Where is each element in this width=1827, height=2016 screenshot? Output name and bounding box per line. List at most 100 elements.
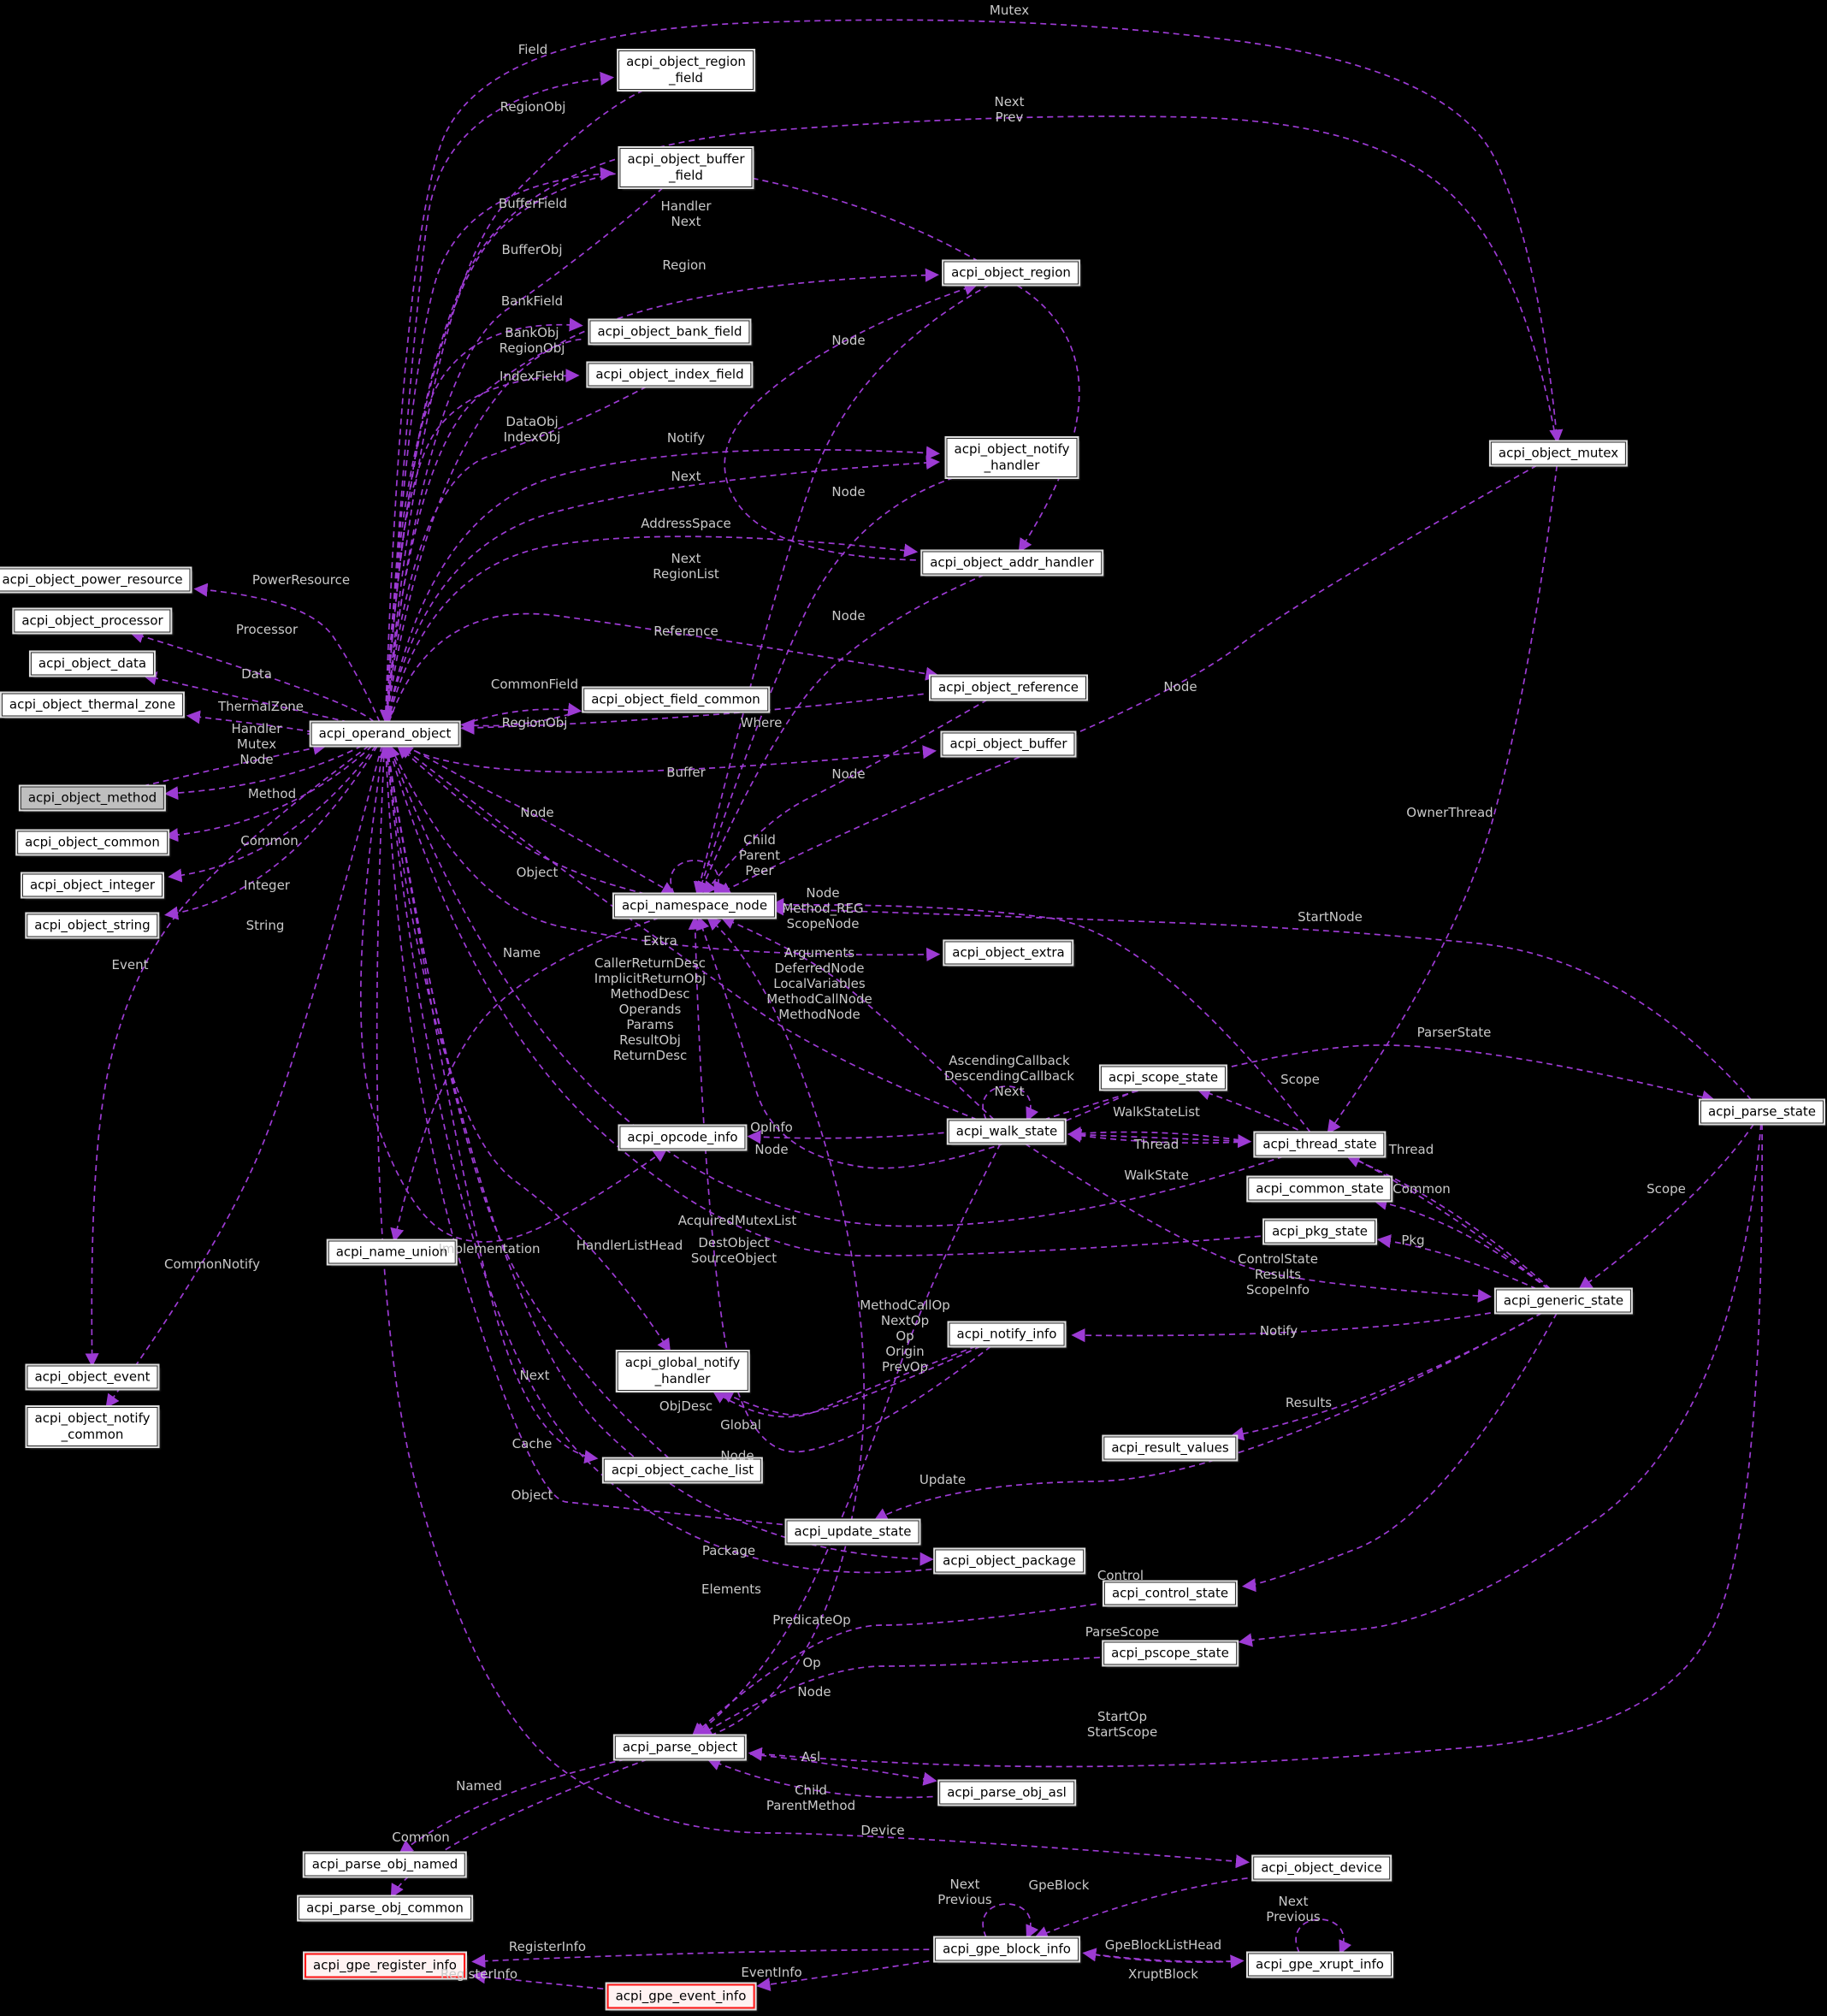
edge-op-ix [384,369,580,723]
node-acpi_parse_obj_named[interactable]: acpi_parse_obj_named [304,1853,466,1877]
edge-pk-op [380,743,932,1574]
edge-op-rf [385,71,615,723]
edge-ws-gs [1024,1143,1493,1304]
node-acpi_pkg_state[interactable]: acpi_pkg_state [1264,1220,1375,1244]
node-acpi_parse_state[interactable]: acpi_parse_state [1700,1100,1824,1124]
edge-bf-op [380,186,664,724]
edge-fc-op [460,710,581,733]
node-acpi_common_state[interactable]: acpi_common_state [1248,1177,1392,1201]
node-acpi_object_mutex[interactable]: acpi_object_mutex [1490,441,1627,465]
edge-op-cl [386,745,599,1464]
node-acpi_object_processor[interactable]: acpi_object_processor [14,609,171,633]
node-acpi_parse_obj_asl[interactable]: acpi_parse_obj_asl [939,1781,1074,1805]
node-acpi_gpe_register_info[interactable]: acpi_gpe_register_info [304,1953,465,1978]
edge-op-cm [163,745,373,842]
node-acpi_control_state[interactable]: acpi_control_state [1103,1581,1237,1605]
node-acpi_object_device[interactable]: acpi_object_device [1253,1856,1390,1880]
edge-mx-op [379,115,1558,724]
node-acpi_update_state[interactable]: acpi_update_state [786,1520,919,1544]
node-acpi_object_field_common[interactable]: acpi_object_field_common [583,688,768,712]
node-acpi_parse_obj_common[interactable]: acpi_parse_obj_common [299,1896,471,1920]
edge-gb-ge [756,1960,930,1992]
edge-od-gb [1033,1877,1248,1940]
edge-po-pn [399,1759,626,1854]
edge-op-st [164,745,378,920]
node-acpi_object_reference[interactable]: acpi_object_reference [931,676,1086,700]
edge-gs-us [873,1312,1543,1522]
edge-op-ex [389,745,941,961]
edge-ts-ns [770,897,1311,1133]
node-acpi_object_buffer[interactable]: acpi_object_buffer [942,732,1075,756]
edge-ts-ws [1067,1128,1250,1144]
node-acpi_opcode_info[interactable]: acpi_opcode_info [619,1126,746,1150]
edge-gs-cs [1373,1197,1549,1290]
edge-op-rc [388,612,940,723]
edge-mx-ns [716,464,1538,896]
edge-op-rg [386,268,940,723]
edge-po-pl [750,1753,937,1786]
edge-gs-rv [1229,1312,1543,1441]
node-acpi_object_power_resource[interactable]: acpi_object_power_resource [0,568,191,592]
node-acpi_gpe_xrupt_info[interactable]: acpi_gpe_xrupt_info [1248,1953,1392,1977]
edge-ns-op [396,744,646,895]
node-acpi_parse_object[interactable]: acpi_parse_object [614,1735,746,1759]
edge-op-oi [359,745,668,1243]
edge-ni-gn [719,1345,981,1416]
edge-op-fc [462,702,582,726]
node-acpi_scope_state[interactable]: acpi_scope_state [1100,1066,1227,1090]
node-acpi_gpe_block_info[interactable]: acpi_gpe_block_info [935,1937,1079,1961]
edge-bk-op [380,338,582,724]
node-acpi_object_thermal_zone[interactable]: acpi_object_thermal_zone [1,693,184,717]
node-acpi_generic_state[interactable]: acpi_generic_state [1495,1289,1632,1313]
node-acpi_object_common[interactable]: acpi_object_common [17,831,168,854]
node-acpi_object_event[interactable]: acpi_object_event [27,1365,158,1389]
node-acpi_object_extra[interactable]: acpi_object_extra [944,941,1073,965]
node-acpi_object_index_field[interactable]: acpi_object_index_field [588,363,752,387]
edge-op-pr [193,582,381,723]
edge-op-bu [404,745,937,773]
node-acpi_object_method[interactable]: acpi_object_method [20,786,165,810]
node-acpi_object_data[interactable]: acpi_object_data [30,652,155,676]
node-acpi_pscope_state[interactable]: acpi_pscope_state [1103,1641,1237,1665]
edge-op-mx [384,19,1564,723]
node-acpi_notify_info[interactable]: acpi_notify_info [949,1322,1065,1346]
node-acpi_result_values[interactable]: acpi_result_values [1103,1436,1237,1460]
node-acpi_object_bank_field[interactable]: acpi_object_bank_field [589,320,750,344]
edge-pp-po [698,1656,1100,1737]
node-acpi_object_notify_common[interactable]: acpi_object_notify _common [27,1407,158,1446]
node-acpi_operand_object[interactable]: acpi_operand_object [310,722,459,746]
node-acpi_object_string[interactable]: acpi_object_string [27,913,158,937]
node-acpi_thread_state[interactable]: acpi_thread_state [1255,1132,1385,1156]
node-acpi_object_integer[interactable]: acpi_object_integer [21,873,163,897]
edge-gb-gr [471,1948,930,1968]
edge-gx-gx [1295,1918,1352,1955]
edge-op-tz [186,710,316,735]
edge-gb-gb [982,1903,1039,1940]
node-acpi_object_addr_handler[interactable]: acpi_object_addr_handler [922,551,1102,575]
node-acpi_object_buffer_field[interactable]: acpi_object_buffer _field [619,148,753,187]
edge-gs-ps [1376,1234,1538,1290]
edge-op-ev [85,745,370,1368]
node-acpi_object_region_field[interactable]: acpi_object_region _field [618,50,754,90]
node-acpi_object_cache_list[interactable]: acpi_object_cache_list [603,1458,762,1482]
edge-op-nc [105,745,383,1409]
edge-gx-gb [1082,1948,1243,1963]
node-acpi_name_union[interactable]: acpi_name_union [328,1240,456,1264]
edge-pa-ns [770,902,1753,1101]
edge-ws-ns [720,916,995,1120]
edge-op-gn [385,745,671,1353]
edge-ct-po [691,1603,1097,1737]
node-acpi_namespace_node[interactable]: acpi_namespace_node [613,894,776,918]
node-acpi_walk_state[interactable]: acpi_walk_state [948,1120,1066,1144]
edge-ge-gr [471,1970,604,1990]
node-acpi_object_package[interactable]: acpi_object_package [935,1549,1084,1573]
node-acpi_global_notify_handler[interactable]: acpi_global_notify _handler [617,1351,748,1391]
edge-ah-rg [724,281,979,561]
node-acpi_object_region[interactable]: acpi_object_region [943,261,1079,285]
node-acpi_gpe_event_info[interactable]: acpi_gpe_event_info [606,1983,755,2009]
node-acpi_object_notify_handler[interactable]: acpi_object_notify _handler [946,438,1078,477]
edge-gs-ss [1196,1086,1550,1290]
edge-ws-oi [747,1130,944,1144]
